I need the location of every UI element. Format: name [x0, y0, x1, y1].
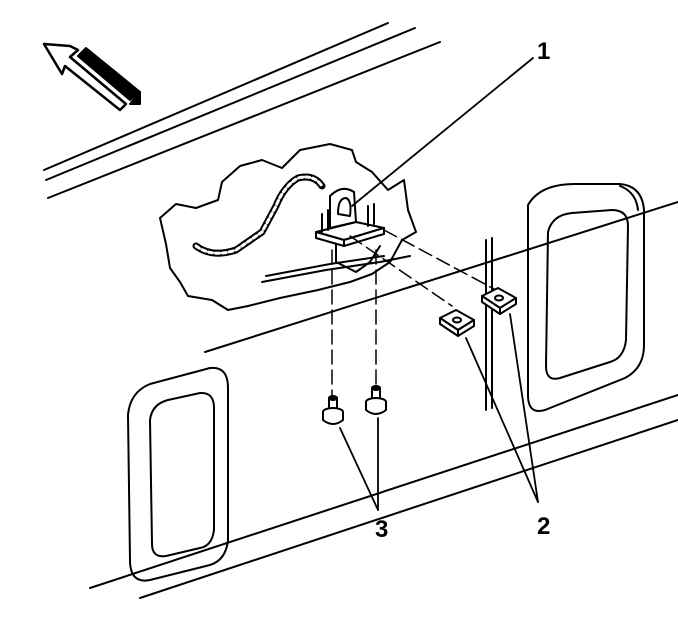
forward-arrow-icon	[42, 42, 141, 112]
callout-1: 1	[537, 38, 551, 65]
callout-2: 2	[537, 513, 551, 540]
alignment-lines	[331, 229, 497, 396]
latch-mounting-plate	[159, 143, 417, 311]
bolt-left	[322, 395, 344, 425]
latch-assembly	[315, 187, 385, 273]
upper-panel-lines	[43, 22, 441, 199]
callout-3: 3	[375, 516, 389, 543]
leader-lines	[339, 57, 539, 511]
right-lamp-housing	[527, 183, 645, 412]
lower-panel-lines	[89, 201, 678, 599]
clip-nut-upper	[481, 287, 517, 315]
clip-nut-lower	[439, 309, 475, 337]
bolt-right	[365, 385, 387, 415]
left-lamp-housing	[127, 366, 229, 582]
